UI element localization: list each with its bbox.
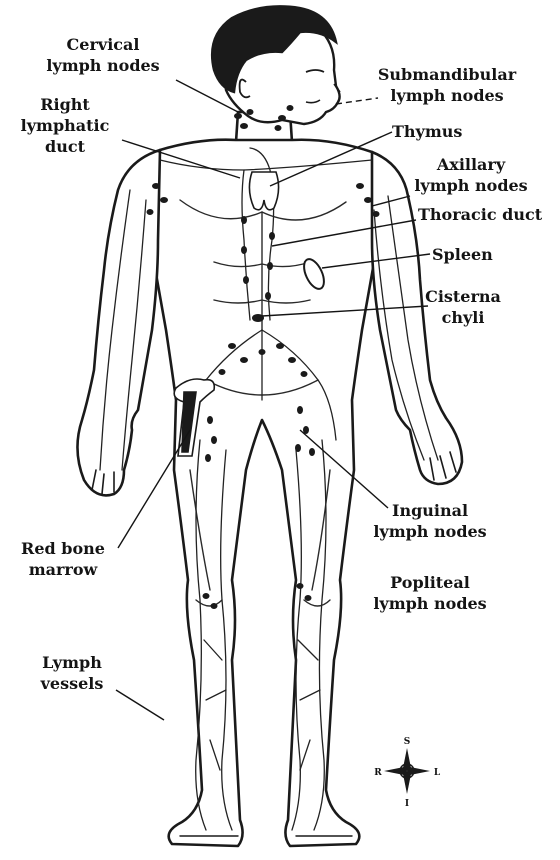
label-inguinal-lymph-nodes: Inguinal lymph nodes	[360, 500, 500, 542]
label-cisterna-chyli: Cisterna chyli	[418, 286, 508, 328]
label-spleen: Spleen	[432, 244, 493, 265]
label-red-bone-marrow: Red bone marrow	[10, 538, 116, 580]
label-axillary-lymph-nodes: Axillary lymph nodes	[396, 154, 546, 196]
label-thymus: Thymus	[392, 121, 462, 142]
compass-south: I	[405, 799, 409, 809]
label-cervical-lymph-nodes: Cervical lymph nodes	[28, 34, 178, 76]
head	[212, 6, 340, 124]
leader-vessels	[116, 690, 164, 720]
label-submandibular-lymph-nodes: Submandibular lymph nodes	[372, 64, 522, 106]
label-right-lymphatic-duct: Right lymphatic duct	[4, 94, 126, 157]
label-popliteal-lymph-nodes: Popliteal lymph nodes	[360, 572, 500, 614]
orientation-compass-icon: S R L I	[374, 737, 441, 809]
cisterna-chyli	[252, 314, 264, 322]
label-thoracic-duct: Thoracic duct	[418, 204, 542, 225]
compass-east: L	[434, 768, 441, 778]
label-lymph-vessels: Lymph vessels	[30, 652, 114, 694]
compass-west: R	[374, 768, 382, 778]
compass-north: S	[404, 737, 411, 747]
